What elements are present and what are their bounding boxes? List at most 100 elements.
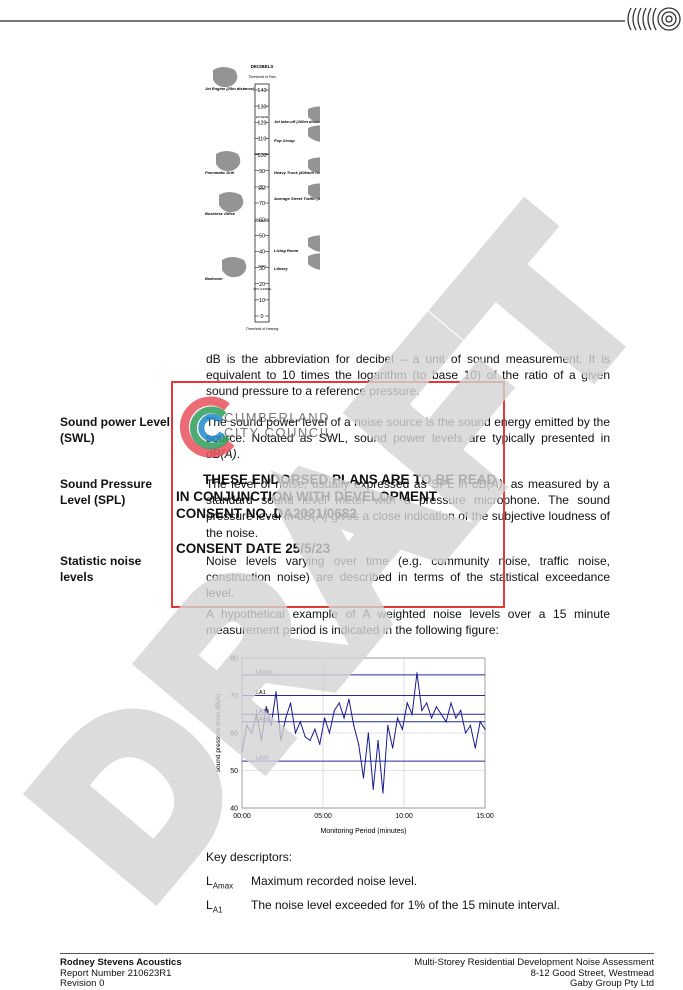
scale-tick-label: 10 [259,298,265,304]
council-name: CUMBERLAND CITY COUNCIL [224,410,334,440]
scale-title: DECIBELS [251,64,274,69]
data-point [294,732,297,734]
scale-band-label: MODERATE [255,219,270,223]
scale-tick-label: 0 [260,314,263,320]
scale-top-label: Threshold of Pain [248,75,275,79]
data-point [265,706,267,708]
data-point [426,702,428,704]
data-point [411,713,413,715]
data-point [440,713,442,715]
scale-tick-label: 30 [259,266,265,272]
scale-illustration [216,151,241,172]
x-tick-label: 10:00 [395,813,413,820]
data-point [324,717,326,719]
stamp-line1: THESE ENDORSED PLANS ARE TO BE READ [203,472,497,487]
data-point [484,728,486,730]
scale-tick-label: 50 [259,233,265,239]
scale-source-right: Living Room [274,248,299,253]
data-point [343,717,345,719]
key-symbol-sub: Amax [212,881,234,891]
scale-tick-label: 60 [259,217,265,223]
council-name-line1: CUMBERLAND [224,410,331,425]
reference-line-label: LA10 [256,709,269,715]
key-title: Key descriptors: [206,850,293,864]
definition-spl-unit: dB(A) [472,477,503,491]
scale-illustration [308,106,320,123]
definition-spl-end: , as measured by a standard sound level … [206,477,610,540]
data-point [382,792,384,794]
data-point [241,751,243,753]
scale-illustration [213,67,238,88]
footer-client: Gaby Group Pty Ltd [570,978,654,989]
data-point [251,732,253,734]
y-tick-label: 70 [230,693,238,700]
data-point [377,739,379,742]
scale-source-right: Jet take-off (100m distance) [274,119,320,124]
data-point [280,739,282,742]
data-point [275,691,277,693]
data-point [314,728,316,730]
data-point [464,732,467,734]
scale-band-label: QUIET [258,264,266,268]
data-point [358,743,360,745]
data-point [328,732,331,734]
council-name-line2: CITY COUNCIL [224,425,334,440]
data-point [387,724,389,727]
definition-swl: The sound power level of a noise source … [206,414,610,463]
data-point [246,724,248,727]
definition-spl: The level of noise, usually expressed as… [206,476,610,541]
data-point [392,747,394,749]
data-point [362,777,365,779]
rings-logo-icon [627,7,681,31]
footer-right: Multi-Storey Residential Development Noi… [414,957,654,990]
data-point [460,709,462,712]
x-tick-label: 15:00 [476,813,494,820]
scale-tick-label: 120 [257,120,266,126]
footer-left: Rodney Stevens Acoustics Report Number 2… [60,957,182,990]
scale-source-left: Bedroom [205,276,223,281]
data-point [479,721,481,723]
scale-source-right: Heavy Truck (40km/h 7m distance) [274,170,320,175]
scale-illustration [222,257,247,278]
header-rule [0,20,625,22]
y-tick-label: 40 [230,806,238,813]
scale-illustration [219,192,244,213]
definition-statistic: Noise levels varying over time (e.g. com… [206,554,610,601]
reference-line-label: LA90 [256,756,269,762]
key-symbol-sub: A1 [212,905,223,915]
definition-swl-end: . [236,447,241,462]
scale-band-label: EXTREME [256,115,269,119]
term-statistic: Statistic noise levels [60,554,142,584]
key-text-lamax: Maximum recorded noise level. [251,874,418,888]
data-point [309,739,311,742]
data-point [285,717,287,719]
data-point [474,747,476,749]
council-stamp [171,381,505,608]
data-point [260,739,263,742]
x-tick-label: 00:00 [233,813,251,820]
data-point [401,728,403,730]
council-logo-icon [179,396,235,458]
reference-line-label: LA1 [256,690,266,696]
stamp-line2: IN CONJUNCTION WITH DEVELOPMENT [176,489,438,504]
term-swl: Sound power Level (SWL) [60,415,171,445]
data-point [445,721,447,723]
footer-report: Report Number 210623R1 [60,967,172,979]
data-point [372,788,374,790]
scale-band-label: NOISY [258,187,266,191]
x-axis-label: Monitoring Period (minutes) [321,828,407,835]
scale-tick-label: 130 [257,104,266,110]
y-tick-label: 60 [230,731,238,738]
data-point [333,709,335,712]
data-point [299,721,301,723]
y-tick-label: 80 [230,656,238,663]
scale-illustration [308,253,320,270]
data-point [367,732,369,734]
scale-source-right: Pop Group [274,138,295,143]
scale-illustration [308,157,320,174]
definition-spl-text: The level of noise, usually expressed as… [206,477,473,491]
data-point [469,724,472,727]
data-point [416,672,418,674]
